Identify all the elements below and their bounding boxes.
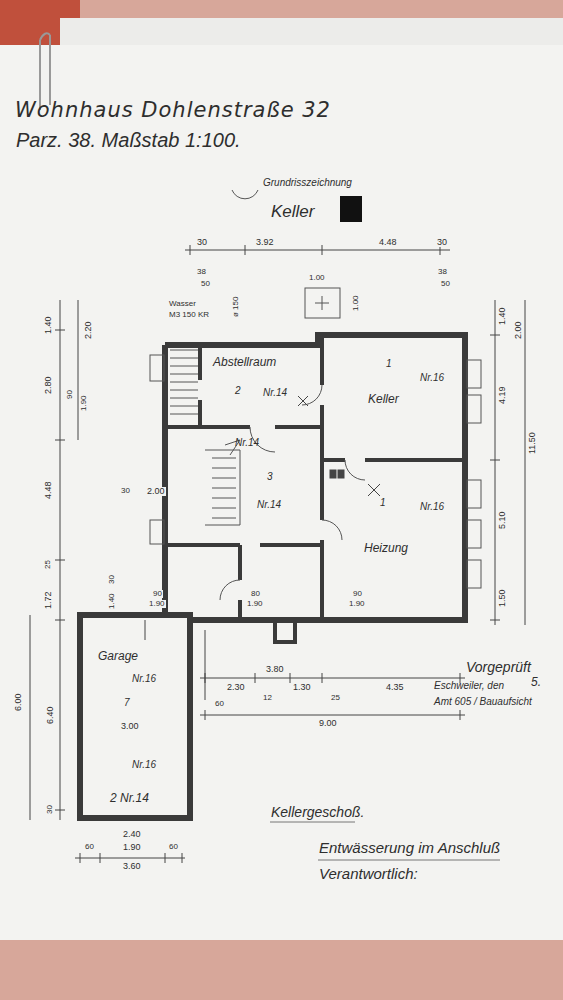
dimension: 4.48 xyxy=(378,238,398,247)
room: Abstellraum 2 Nr.14 xyxy=(205,350,315,420)
dimension: 6.40 xyxy=(46,705,55,725)
dimension: 30 xyxy=(436,238,448,247)
room-text: Nr.14 xyxy=(263,388,287,398)
arc-mark xyxy=(232,190,258,199)
room: Nr.143Nr.14 xyxy=(205,432,315,540)
room-text: 2 Nr.14 xyxy=(110,792,149,804)
dimension: 3.60 xyxy=(122,862,142,871)
dimension: 1.40 xyxy=(498,306,507,326)
dimension: 12 xyxy=(262,694,273,702)
note-text: Amt 605 / Bauaufsicht xyxy=(433,697,533,707)
dimension: 1.50 xyxy=(498,588,507,608)
dimension: 2.30 xyxy=(226,683,246,692)
room-text: Heizung xyxy=(364,542,408,554)
dimension: 4.35 xyxy=(385,683,405,692)
dimension: 2.00 xyxy=(514,320,523,340)
dimension: 60 xyxy=(84,843,95,851)
dimension: 90 xyxy=(352,590,363,598)
dimension: 25 xyxy=(330,694,341,702)
inner-walls xyxy=(165,335,465,642)
dimension: 4.48 xyxy=(44,480,53,500)
room-text: 7 xyxy=(124,698,130,708)
note-text: Entwässerung im Anschluß xyxy=(318,840,501,855)
dimension: 2.20 xyxy=(84,320,93,340)
dimension: 1.40 xyxy=(44,315,53,335)
window-wells xyxy=(150,288,481,588)
room-text: Nr.16 xyxy=(132,760,156,770)
room-text: 3 xyxy=(267,472,273,482)
dimension: 60 xyxy=(214,700,225,708)
dimension: 30 xyxy=(196,238,208,247)
dimension: 2.40 xyxy=(122,830,142,839)
dimension-lines xyxy=(30,245,525,863)
room-text: Keller xyxy=(368,393,399,405)
note-text: Parz. 38. Maßstab 1:100. xyxy=(15,130,242,150)
note-text: Kellergeschoß. xyxy=(270,805,365,819)
dimension: 30 xyxy=(120,487,131,495)
dimension: 5.10 xyxy=(498,510,507,530)
room-text: 1 xyxy=(380,498,386,508)
room-text: Nr.16 xyxy=(420,373,444,383)
room-text: Nr.16 xyxy=(132,674,156,684)
dimension: 6.00 xyxy=(14,692,23,712)
paper xyxy=(0,45,563,940)
room: 1Keller Nr.16 xyxy=(328,345,460,453)
dimension: 1.40 xyxy=(108,592,116,610)
redaction xyxy=(340,196,362,222)
room: GarageNr.167Nr.162 Nr.14 xyxy=(88,622,183,810)
room-text: Nr.16 xyxy=(420,502,444,512)
dimension: 1.30 xyxy=(292,683,312,692)
note-text: Eschweiler, den xyxy=(433,681,505,691)
dimension: 11.50 xyxy=(528,431,537,455)
dimension: 3.92 xyxy=(255,238,275,247)
dimension: 50 xyxy=(440,280,451,288)
dimension: 38 xyxy=(196,268,207,276)
dimension: 90 xyxy=(66,389,74,400)
room-text: Garage xyxy=(98,650,138,662)
room: 1Heizung Nr.16 xyxy=(328,468,460,608)
dimension: Wasser xyxy=(168,300,197,308)
room-text: Abstellraum xyxy=(213,356,276,368)
dimension: 30 xyxy=(108,574,116,585)
dimension: 3.00 xyxy=(120,722,140,731)
note-text: Verantwortlich: xyxy=(318,866,419,881)
room-text: 1 xyxy=(386,359,392,369)
dimension: 1.72 xyxy=(44,590,53,610)
dimension: ø 150 xyxy=(232,296,240,318)
paper-clip xyxy=(40,33,50,110)
note-text: 5. xyxy=(530,676,542,688)
dimension: 1.90 xyxy=(246,600,264,608)
dimension: 9.00 xyxy=(318,719,338,728)
note-text: Vorgeprüft xyxy=(465,660,532,674)
dimension: 60 xyxy=(168,843,179,851)
room-text: Nr.14 xyxy=(235,438,259,448)
dimension: 50 xyxy=(200,280,211,288)
dimension: 25 xyxy=(44,559,52,570)
dimension: 38 xyxy=(437,268,448,276)
dimension: M3 150 KR xyxy=(168,311,210,319)
dimension: 1.00 xyxy=(352,294,360,312)
title-text: Wohnhaus Dohlenstraße 32 xyxy=(15,100,331,121)
note-text: Grundrisszeichnung xyxy=(262,178,353,188)
dimension: 4.19 xyxy=(498,385,507,405)
dimension: 1.90 xyxy=(80,394,88,412)
outer-walls xyxy=(80,335,465,818)
dimension: 1.00 xyxy=(308,274,326,282)
dimension: 1.90 xyxy=(348,600,366,608)
chimneys xyxy=(298,396,380,496)
dimension: 30 xyxy=(46,804,54,815)
dimension: 3.80 xyxy=(265,665,285,674)
room-text: 2 xyxy=(235,386,241,396)
dimension: 1.90 xyxy=(148,600,166,608)
room-text: Nr.14 xyxy=(257,500,281,510)
door-swings xyxy=(220,385,365,600)
dimension: 2.00 xyxy=(146,487,166,496)
dimension: 80 xyxy=(250,590,261,598)
dimension: 2.80 xyxy=(44,375,53,395)
dimension: 1.90 xyxy=(122,843,142,852)
stairs xyxy=(170,350,240,525)
dimension: 90 xyxy=(152,590,163,598)
note-text: Keller xyxy=(270,203,315,220)
